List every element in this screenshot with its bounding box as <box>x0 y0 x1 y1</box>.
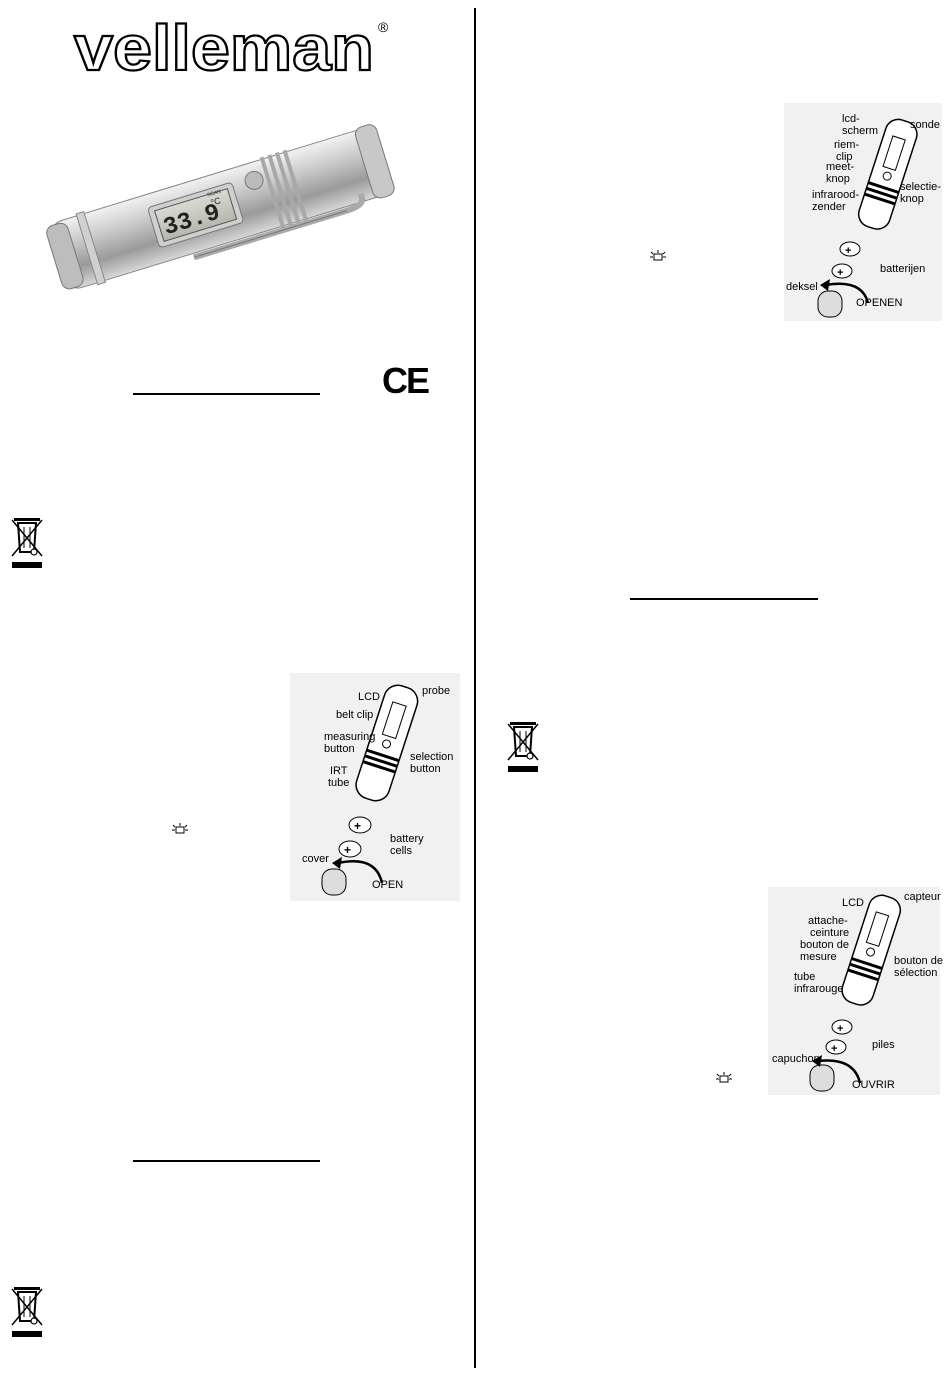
label-lcd: LCD <box>358 691 381 703</box>
label-measuring-button: button <box>324 743 355 755</box>
label-piles: piles <box>872 1039 895 1051</box>
label-lcd: lcd- <box>842 113 860 125</box>
label-clip: clip <box>836 151 853 163</box>
thermometer-drawing: + + <box>809 894 902 1092</box>
led-icon <box>716 1072 732 1083</box>
column-divider <box>474 8 476 1368</box>
svg-text:+: + <box>354 819 361 833</box>
section-rule-en <box>133 393 320 395</box>
led-icon <box>650 250 666 261</box>
label-attache: attache- <box>808 915 848 927</box>
label-cells: cells <box>390 845 413 857</box>
label-tube: tube <box>794 971 816 983</box>
diagram-nl: + + lcd- scherm sonde riem- clip meet- k… <box>784 103 942 321</box>
svg-text:+: + <box>845 245 851 257</box>
svg-text:+: + <box>837 267 843 279</box>
product-photo: 33.9 °C SCAN <box>46 124 395 290</box>
label-selection: selection <box>410 751 454 763</box>
label-belt-clip: belt clip <box>336 709 374 721</box>
label-zender: zender <box>812 201 846 213</box>
label-infrarood: infrarood- <box>812 189 860 201</box>
label-capteur: capteur <box>904 891 941 903</box>
section-rule-en-2 <box>133 1160 320 1162</box>
label-ceinture: ceinture <box>810 927 850 939</box>
label-meet: meet- <box>826 161 855 173</box>
label-irt: IRT <box>330 765 348 777</box>
svg-text:+: + <box>831 1043 837 1055</box>
label-ouvrir: OUVRIR <box>852 1079 895 1091</box>
svg-text:®: ® <box>378 19 389 35</box>
ce-mark: CE <box>382 360 430 401</box>
label-mesure: mesure <box>800 951 837 963</box>
section-rule-fr <box>630 598 818 600</box>
label-bouton-selection: bouton de <box>894 955 943 967</box>
label-lcd: LCD <box>842 897 865 909</box>
weee-crossed-bin-icon <box>11 1287 43 1337</box>
label-selectie: selectie- <box>900 181 941 193</box>
diagram-fr: + + LCD capteur attache- ceinture bouton… <box>768 887 943 1095</box>
velleman-logo: velleman ® <box>73 18 389 76</box>
svg-text:°C: °C <box>209 195 222 208</box>
diagram-en: + + probe LCD belt clip measuring button… <box>290 673 460 901</box>
label-batterijen: batterijen <box>880 263 926 275</box>
label-open: OPEN <box>372 879 404 891</box>
label-probe: probe <box>422 685 451 697</box>
label-deksel: deksel <box>786 281 818 293</box>
label-bouton-de: bouton de <box>800 939 849 951</box>
led-icon <box>172 823 188 834</box>
label-scherm: scherm <box>842 125 879 137</box>
label-infrarouge: infrarouge <box>794 983 844 995</box>
thermometer-drawing: + + <box>321 684 419 896</box>
svg-text:+: + <box>344 843 351 857</box>
label-measuring: measuring <box>324 731 376 743</box>
svg-text:velleman: velleman <box>74 18 374 76</box>
svg-text:+: + <box>837 1023 843 1035</box>
weee-crossed-bin-icon <box>11 518 43 568</box>
label-selectie-knop: knop <box>900 193 924 205</box>
label-selection: sélection <box>894 967 938 979</box>
label-riem: riem- <box>834 139 860 151</box>
label-knop: knop <box>826 173 850 185</box>
label-cover: cover <box>302 853 329 865</box>
label-openen: OPENEN <box>856 297 903 309</box>
svg-text:SCAN: SCAN <box>207 189 222 199</box>
label-capuchon: capuchon <box>772 1053 820 1065</box>
label-sonde: sonde <box>910 119 940 131</box>
thermometer-drawing: + + <box>817 118 918 318</box>
label-selection-button: button <box>410 763 441 775</box>
weee-crossed-bin-icon <box>507 722 539 772</box>
label-irt-tube: tube <box>328 777 350 789</box>
label-battery: battery <box>390 833 424 845</box>
